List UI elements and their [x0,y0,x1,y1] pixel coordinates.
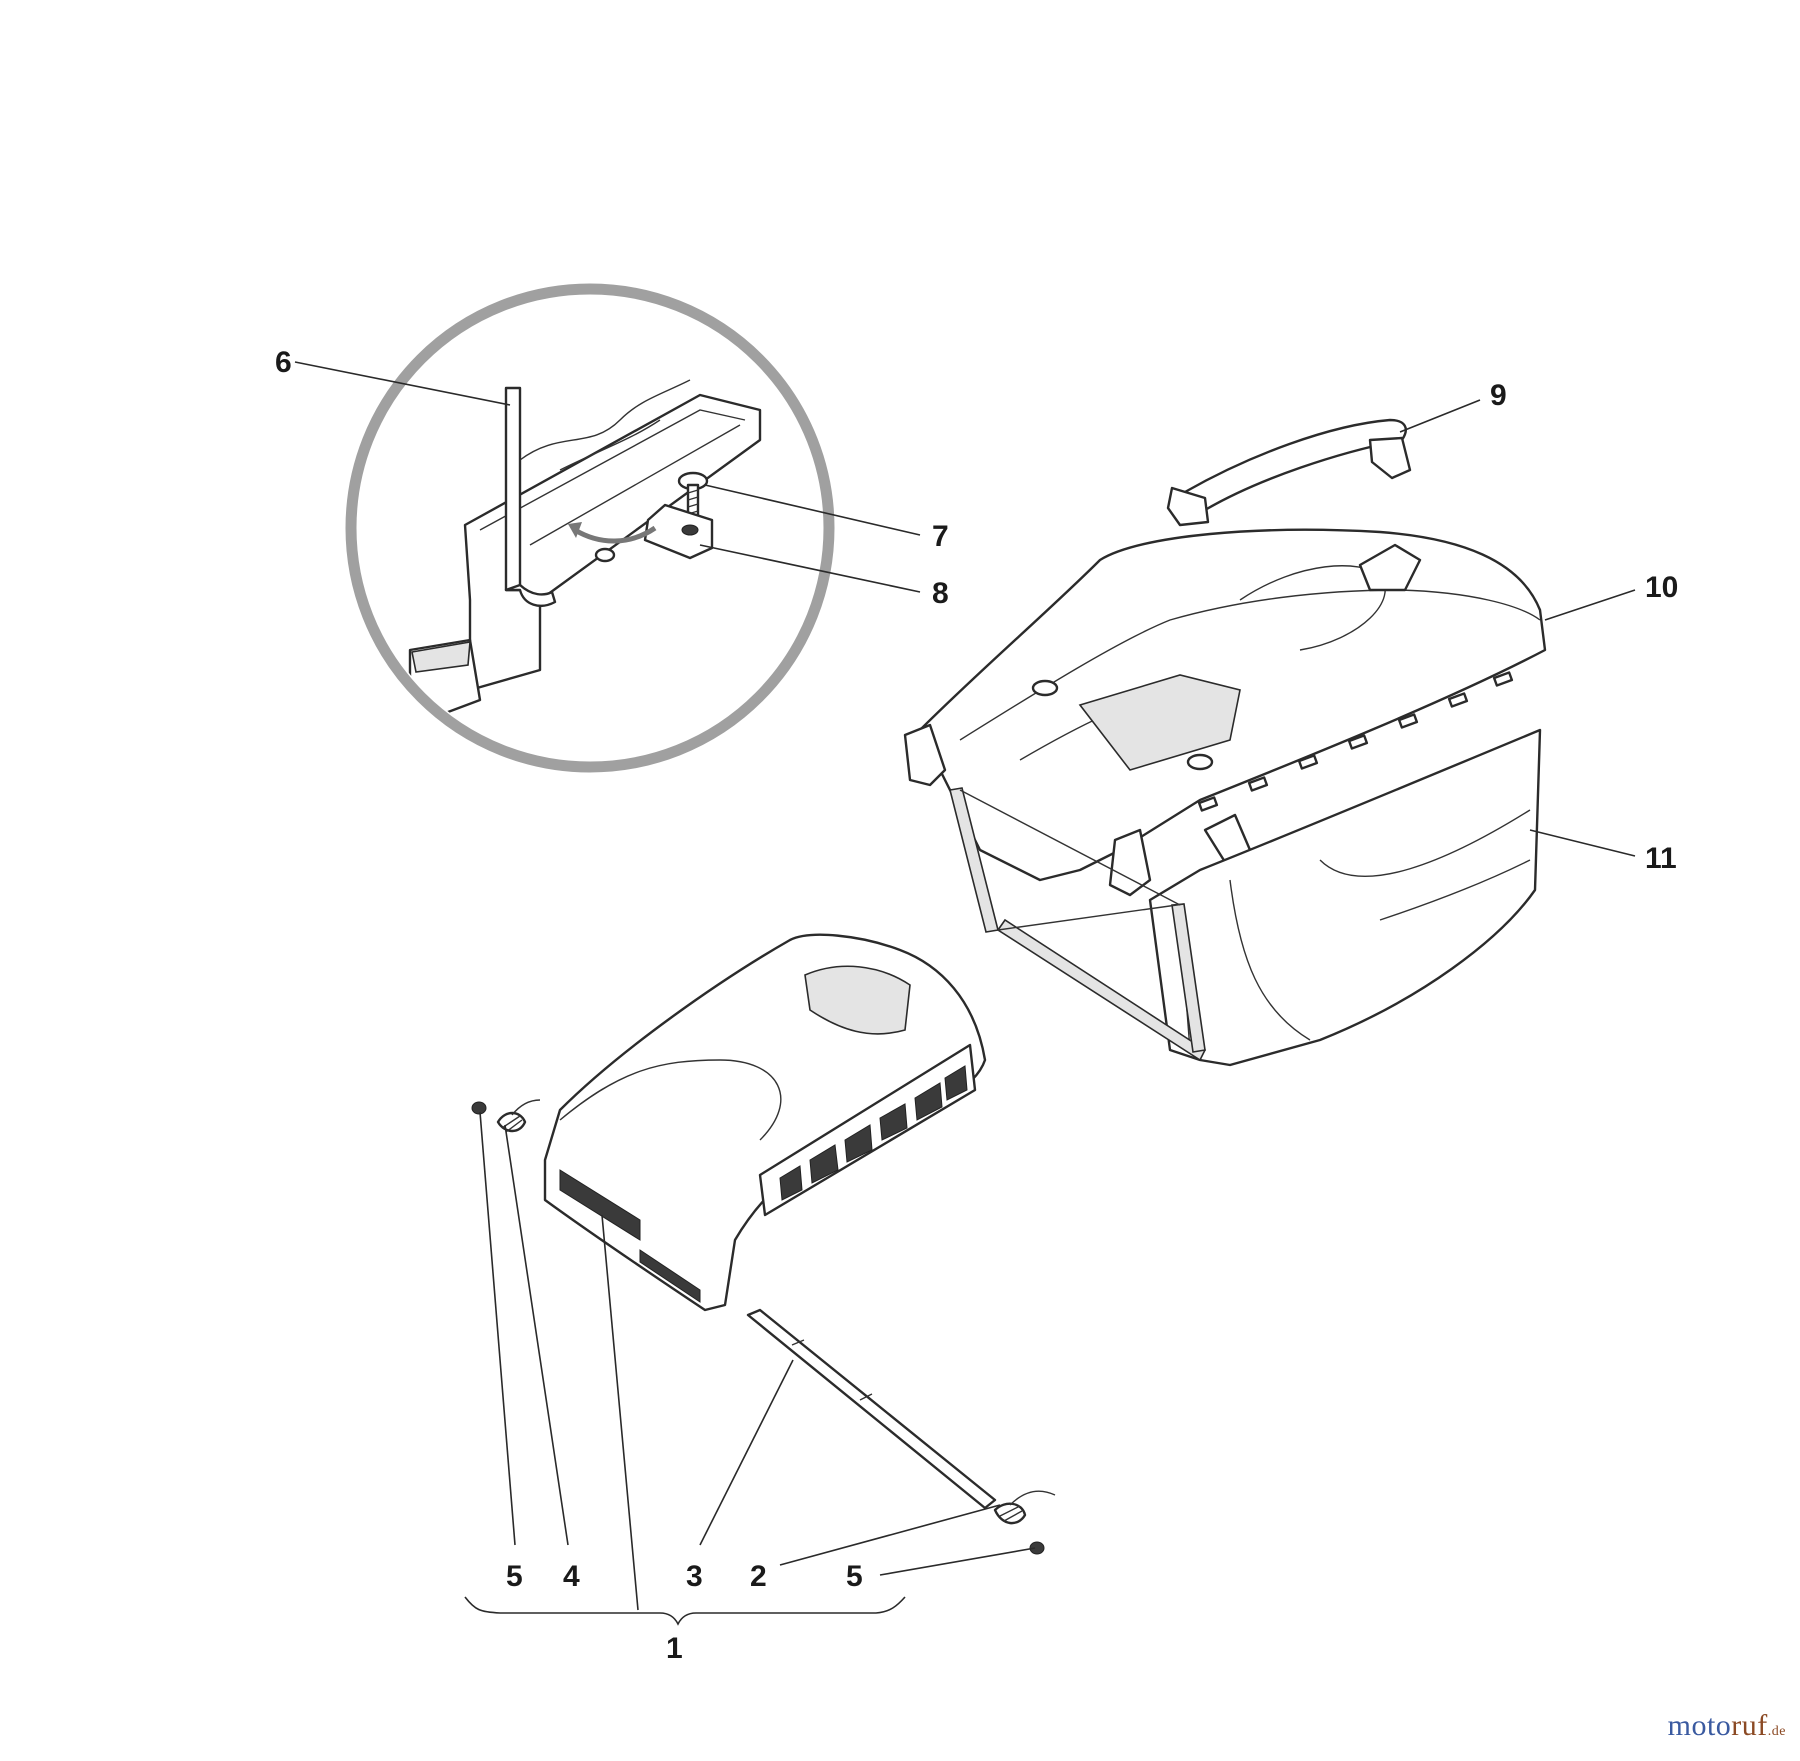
leader-lines [294,361,1636,1626]
callout-11: 11 [1645,842,1677,875]
warning-label [758,1043,977,1217]
rod-3 [746,1308,997,1510]
callout-6: 6 [275,346,292,379]
leader-10 [1544,589,1636,621]
leader-6 [294,361,511,406]
arrow-head [568,522,582,538]
callout-8: 8 [932,577,949,610]
callout-10: 10 [1645,571,1678,604]
callout-5-left: 5 [506,1560,523,1593]
callout-2: 2 [750,1560,767,1593]
detail-circle [345,283,835,773]
leader-9 [1399,399,1481,433]
clip-5-right [1029,1541,1045,1555]
leader-7 [704,484,921,536]
watermark-part1: moto [1667,1709,1732,1742]
rear-flap-1 [543,933,987,1312]
leader-4 [504,1124,569,1546]
callout-9: 9 [1490,379,1507,412]
curved-arrow [573,525,657,544]
callout-7: 7 [932,520,949,553]
leader-2 [779,1504,1001,1566]
callout-4: 4 [563,1560,580,1593]
leader-3 [699,1359,794,1546]
callout-5-right: 5 [846,1560,863,1593]
group-bracket-1 [464,1596,906,1626]
plate-8 [643,503,714,560]
callout-3: 3 [686,1560,703,1593]
watermark-logo: motoruf.de [1668,1709,1786,1743]
clip-5-left [471,1101,487,1115]
frame-slots [1197,671,1514,812]
leader-5-right [879,1547,1036,1576]
detail-inset [345,283,835,773]
handle-9 [1166,418,1412,527]
rod-6 [504,386,522,592]
grassbag-frame-10 [903,528,1547,897]
watermark-tld: .de [1767,1724,1786,1739]
leader-11 [1529,829,1636,857]
leader-1 [601,1214,639,1611]
callout-1: 1 [666,1632,683,1665]
grassbag-fabric-11 [949,728,1542,1067]
leader-5-left [479,1111,516,1546]
callout-labels: 6 7 8 9 10 11 5 4 3 2 5 1 [275,346,1678,1665]
leader-8 [699,544,921,593]
spring-4 [496,1099,541,1133]
spring-2 [993,1490,1056,1525]
watermark-part2: ruf [1731,1709,1768,1742]
detail-inset-drawing [408,379,762,717]
